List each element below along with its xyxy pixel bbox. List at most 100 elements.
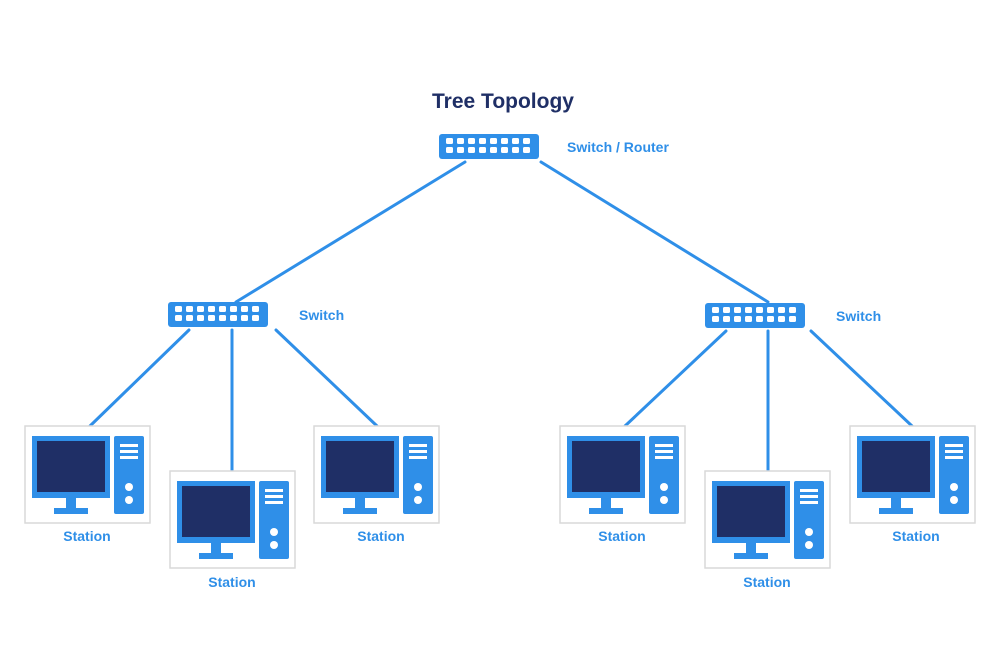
switch-left: Switch — [168, 302, 344, 327]
port-icon — [457, 147, 464, 153]
port-icon — [778, 307, 785, 313]
port-icon — [230, 306, 237, 312]
connection-line — [623, 329, 728, 428]
monitor-stand-icon — [343, 508, 377, 514]
tower-icon — [939, 436, 969, 514]
port-icon — [512, 147, 519, 153]
port-icon — [734, 316, 741, 322]
station-label: Station — [598, 528, 645, 544]
switch-icon — [705, 303, 805, 328]
port-icon — [767, 316, 774, 322]
port-icon — [241, 315, 248, 321]
port-icon — [186, 315, 193, 321]
port-icon — [734, 307, 741, 313]
port-icon — [789, 316, 796, 322]
switch-icon — [168, 302, 268, 327]
monitor-stand-icon — [734, 553, 768, 559]
port-icon — [457, 138, 464, 144]
port-icon — [712, 307, 719, 313]
station: Station — [704, 470, 831, 590]
port-icon — [512, 138, 519, 144]
screen-icon — [37, 441, 105, 492]
root-switch: Switch / Router — [439, 134, 669, 159]
monitor-stand-icon — [54, 508, 88, 514]
connection-line — [809, 329, 914, 428]
port-icon — [523, 138, 530, 144]
connection-lines — [88, 160, 914, 473]
computer-icon — [169, 470, 296, 569]
station: Station — [559, 425, 686, 544]
tower-icon — [794, 481, 824, 559]
screen-icon — [572, 441, 640, 492]
port-icon — [490, 147, 497, 153]
monitor-stand-icon — [589, 508, 623, 514]
monitor-stand-icon — [879, 508, 913, 514]
tower-icon — [259, 481, 289, 559]
port-icon — [723, 307, 730, 313]
port-icon — [712, 316, 719, 322]
screen-icon — [862, 441, 930, 492]
station-label: Station — [357, 528, 404, 544]
tower-icon — [403, 436, 433, 514]
station-label: Station — [208, 574, 255, 590]
port-icon — [501, 147, 508, 153]
connection-line — [234, 160, 467, 304]
connection-line — [539, 160, 770, 304]
computer-icon — [849, 425, 976, 524]
port-icon — [230, 315, 237, 321]
screen-icon — [717, 486, 785, 537]
port-icon — [479, 138, 486, 144]
switch-icon — [439, 134, 539, 159]
port-icon — [175, 315, 182, 321]
connection-line — [88, 328, 191, 428]
screen-icon — [326, 441, 394, 492]
computer-icon — [559, 425, 686, 524]
tower-icon — [649, 436, 679, 514]
port-icon — [501, 138, 508, 144]
port-icon — [490, 138, 497, 144]
station: Station — [849, 425, 976, 544]
root-switch-label: Switch / Router — [567, 139, 669, 155]
computer-icon — [313, 425, 440, 524]
port-icon — [468, 147, 475, 153]
port-icon — [252, 306, 259, 312]
screen-icon — [182, 486, 250, 537]
port-icon — [446, 147, 453, 153]
port-icon — [197, 315, 204, 321]
port-icon — [219, 315, 226, 321]
port-icon — [208, 315, 215, 321]
port-icon — [723, 316, 730, 322]
switch-left-label: Switch — [299, 307, 344, 323]
port-icon — [175, 306, 182, 312]
station: Station — [313, 425, 440, 544]
port-icon — [241, 306, 248, 312]
connection-line — [274, 328, 379, 428]
port-icon — [745, 307, 752, 313]
port-icon — [446, 138, 453, 144]
station-label: Station — [63, 528, 110, 544]
tower-icon — [114, 436, 144, 514]
station-label: Station — [892, 528, 939, 544]
monitor-stand-icon — [199, 553, 233, 559]
port-icon — [756, 316, 763, 322]
station: Station — [169, 470, 296, 590]
diagram-title: Tree Topology — [432, 90, 574, 113]
port-icon — [523, 147, 530, 153]
port-icon — [252, 315, 259, 321]
switch-right-label: Switch — [836, 308, 881, 324]
port-icon — [468, 138, 475, 144]
port-icon — [219, 306, 226, 312]
port-icon — [197, 306, 204, 312]
port-icon — [778, 316, 785, 322]
port-icon — [745, 316, 752, 322]
port-icon — [789, 307, 796, 313]
port-icon — [479, 147, 486, 153]
computer-icon — [24, 425, 151, 524]
port-icon — [756, 307, 763, 313]
switch-right: Switch — [705, 303, 881, 328]
port-icon — [186, 306, 193, 312]
port-icon — [767, 307, 774, 313]
computer-icon — [704, 470, 831, 569]
port-icon — [208, 306, 215, 312]
